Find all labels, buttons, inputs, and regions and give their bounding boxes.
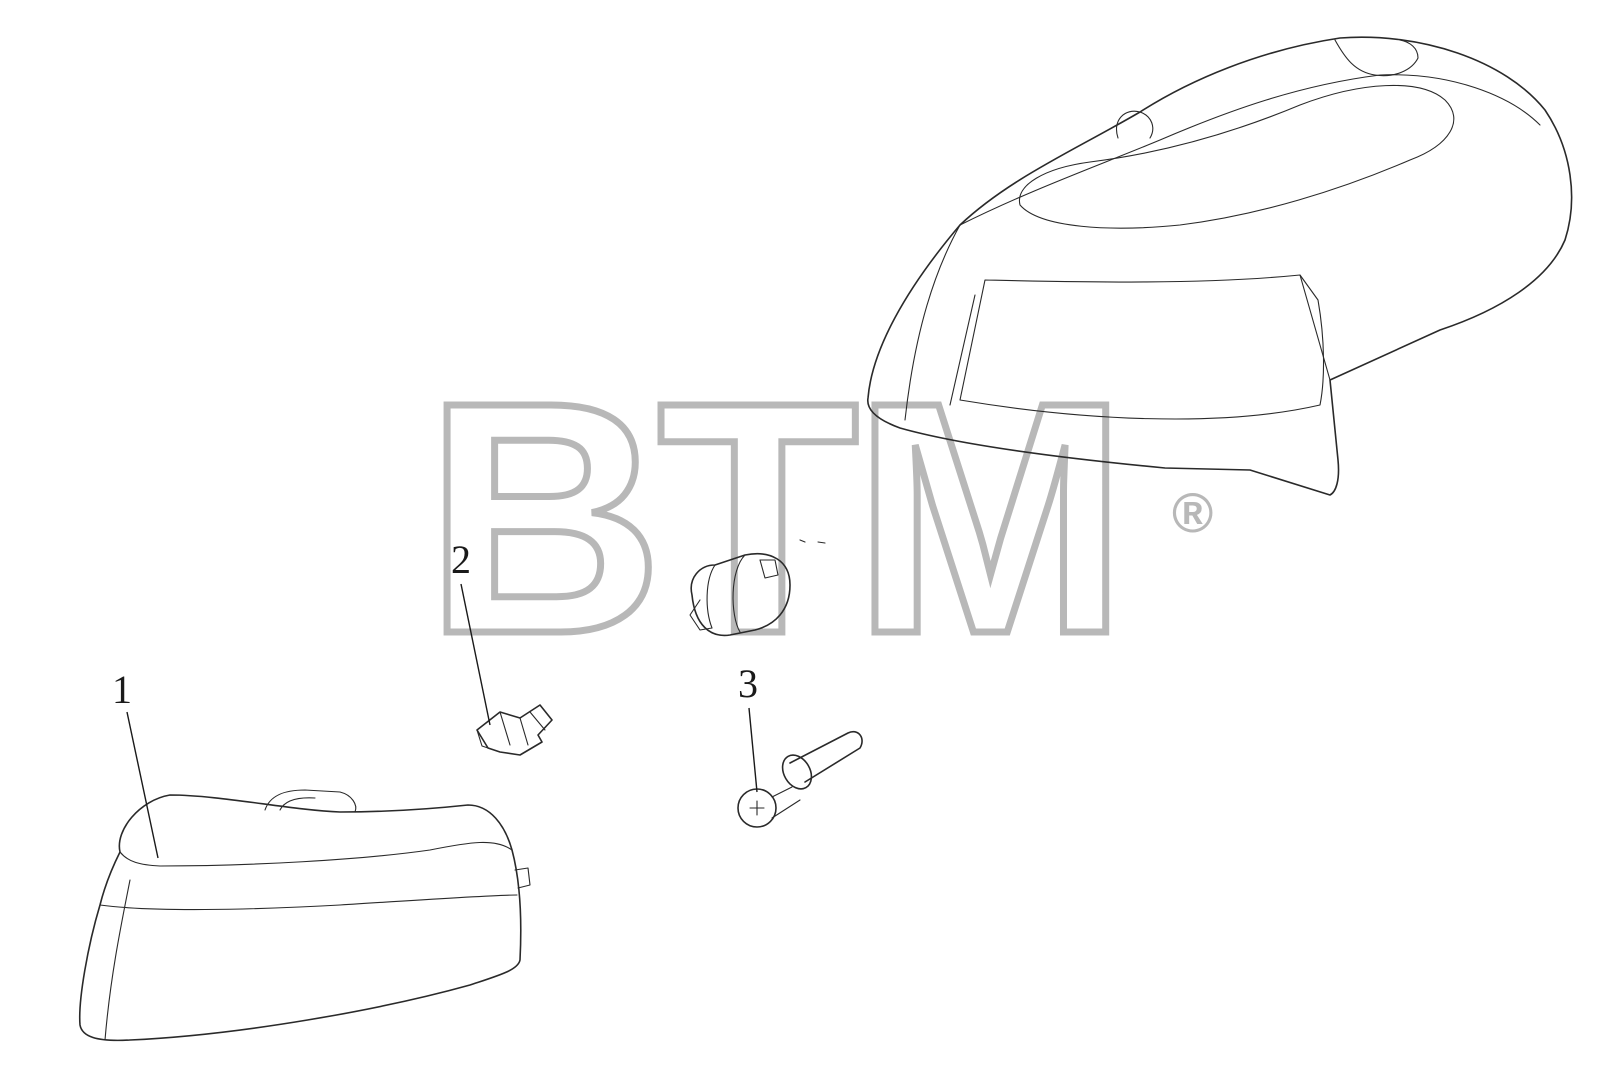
watermark-text: BTM — [425, 333, 1122, 702]
bulb-socket — [689, 539, 826, 637]
callout-leaders — [126, 583, 758, 859]
callout-2: 2 — [451, 537, 471, 582]
lamp-housing — [78, 789, 531, 1042]
callout-1: 1 — [112, 667, 132, 712]
bulb — [476, 704, 553, 756]
callouts: 1 2 3 — [112, 537, 758, 712]
callout-3: 3 — [738, 661, 758, 706]
leader-2 — [460, 583, 491, 726]
leader-1 — [126, 711, 159, 859]
screw — [737, 730, 863, 828]
leader-3 — [748, 707, 758, 793]
lamp-cover — [867, 36, 1573, 496]
watermark-registered-mark: ® — [1172, 481, 1213, 544]
watermark: BTM ® — [422, 330, 1214, 706]
